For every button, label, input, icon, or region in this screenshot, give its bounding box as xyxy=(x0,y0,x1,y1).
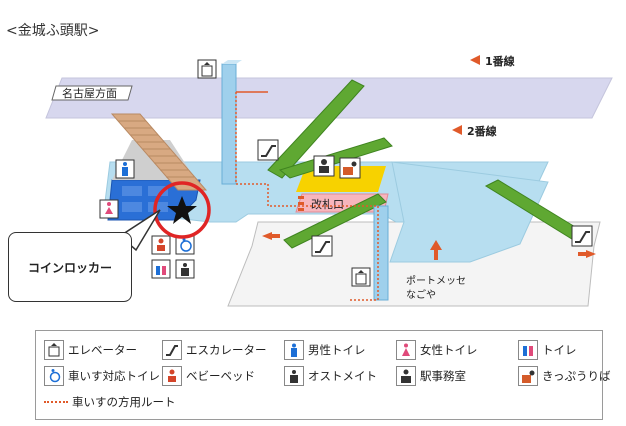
coin-locker-star xyxy=(167,196,197,224)
elevator-icon xyxy=(351,267,371,287)
legend-item-elevator: エレベーター xyxy=(44,340,137,360)
wheelchair-route xyxy=(235,91,379,301)
station-map: 名古屋方面 改札口 1番線 2番線 xyxy=(45,54,613,307)
platform-1-2 xyxy=(45,77,613,119)
baby-bed-icon xyxy=(151,235,171,255)
wheelchair-toilet-icon xyxy=(44,366,64,386)
escalator-icon xyxy=(571,225,593,247)
legend-item-baby-bed: ベビーベッド xyxy=(162,366,255,386)
arrow-left xyxy=(262,232,272,240)
exit-label-line-1: ポートメッセ xyxy=(406,275,466,287)
toilet-room-2 xyxy=(148,186,168,196)
elevator-shaft-upper xyxy=(221,63,237,185)
elevator-icon xyxy=(197,59,217,79)
womens-toilet-icon xyxy=(99,199,119,219)
coin-locker-highlight xyxy=(153,181,211,239)
legend-item-station-office: 駅事務室 xyxy=(396,366,466,386)
stairs-steps xyxy=(118,120,194,178)
elevator-top-upper xyxy=(222,60,242,64)
legend-label: オストメイト xyxy=(308,369,377,383)
legend-label: トイレ xyxy=(542,343,577,357)
ostomate-icon xyxy=(284,366,304,386)
platform-1-arrow xyxy=(470,55,480,65)
legend-item-ticket-office: きっぷうりば xyxy=(518,366,611,386)
exit-label: ポートメッセ なごや xyxy=(406,275,469,301)
legend-item-escalator: エスカレーター xyxy=(162,340,267,360)
toilet-room-1 xyxy=(122,186,142,196)
legend-label: 駅事務室 xyxy=(420,369,466,383)
escalator-icon xyxy=(162,340,182,360)
legend-item-ostomate: オストメイト xyxy=(284,366,377,386)
legend-label: 車いす対応トイレ xyxy=(68,369,160,383)
womens-toilet-icon xyxy=(396,340,416,360)
wheelchair-route-icon xyxy=(44,401,68,403)
toilet-icon xyxy=(151,259,171,279)
ostomate-icon xyxy=(175,259,195,279)
legend-item-wheelchair-toilet: 車いす対応トイレ xyxy=(44,366,160,386)
platform-1-label: 1番線 xyxy=(485,54,515,68)
ticket-gate-label: 改札口 xyxy=(311,197,344,211)
legend-item-womens-toilet: 女性トイレ xyxy=(396,340,478,360)
arrow-right xyxy=(586,250,596,258)
escalator-icon xyxy=(311,235,333,257)
station-office-icon xyxy=(396,366,416,386)
legend-label: きっぷうりば xyxy=(542,369,611,383)
legend-label: 車いすの方用ルート xyxy=(72,395,176,409)
escalator-icon xyxy=(257,139,279,161)
station-title: <金城ふ頭駅> xyxy=(6,23,100,39)
arrow-up xyxy=(430,240,442,250)
coin-locker-callout: コインロッカー xyxy=(8,232,132,302)
legend-label: 男性トイレ xyxy=(308,343,366,357)
legend-item-mens-toilet: 男性トイレ xyxy=(284,340,366,360)
mens-toilet-icon xyxy=(284,340,304,360)
legend-label: 女性トイレ xyxy=(420,343,478,357)
escalator-lower xyxy=(283,193,387,249)
direction-sign xyxy=(51,85,133,101)
platform-2-arrow xyxy=(452,125,462,135)
escalator-upper xyxy=(267,79,365,179)
gate-marks xyxy=(298,196,304,211)
legend-label: ベビーベッド xyxy=(186,369,255,383)
elevator-shaft-lower xyxy=(373,205,389,301)
direction-label: 名古屋方面 xyxy=(62,86,117,100)
platform-2-label: 2番線 xyxy=(467,124,497,138)
legend-label: エレベーター xyxy=(68,343,137,357)
station-office-icon xyxy=(313,155,335,177)
escalator-middle xyxy=(278,137,393,179)
exit-label-line-2: なごや xyxy=(406,288,436,301)
ticket-office-icon xyxy=(518,366,538,386)
legend-item-toilet: トイレ xyxy=(518,340,577,360)
legend: エレベーター エスカレーター 男性トイレ 女性トイレ トイレ 車いす対応トイレ xyxy=(35,330,611,420)
legend-item-wheelchair-route: 車いすの方用ルート xyxy=(44,394,176,410)
mens-toilet-icon xyxy=(115,159,135,179)
stairs xyxy=(110,113,208,191)
toilet-room-3 xyxy=(122,202,142,212)
elevator-icon xyxy=(44,340,64,360)
toilet-room-4 xyxy=(148,202,168,212)
wheelchair-toilet-icon xyxy=(175,235,195,255)
baby-bed-icon xyxy=(162,366,182,386)
toilet-icon xyxy=(518,340,538,360)
ticket-office-icon xyxy=(339,157,361,179)
legend-label: エスカレーター xyxy=(186,343,267,357)
